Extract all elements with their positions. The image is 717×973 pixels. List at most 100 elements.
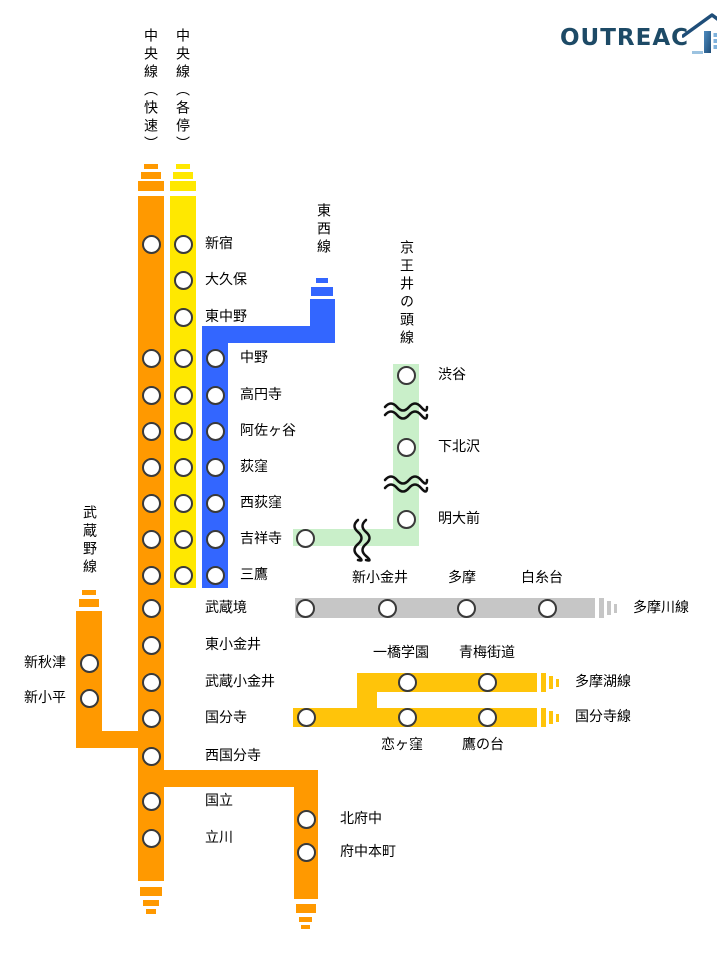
station-marker (142, 673, 161, 692)
station-label: 多摩 (448, 570, 476, 586)
station-marker (297, 810, 316, 829)
station-marker (174, 349, 193, 368)
station-marker (478, 673, 497, 692)
line-label-chuo-rapid: 中央線（快速） (142, 28, 158, 154)
station-marker (142, 349, 161, 368)
line-terminus (599, 598, 604, 618)
station-marker (142, 636, 161, 655)
station-label: 阿佐ヶ谷 (240, 423, 296, 439)
station-label: 東中野 (205, 309, 247, 325)
station-marker (174, 271, 193, 290)
station-label: 府中本町 (340, 844, 396, 860)
station-label: 北府中 (340, 811, 382, 827)
logo[interactable]: OUTREAC (560, 10, 717, 58)
station-marker (142, 235, 161, 254)
line-label-musashino: 武蔵野線 (81, 505, 97, 577)
station-marker (296, 599, 315, 618)
inokashira-line (293, 529, 419, 546)
station-marker (142, 494, 161, 513)
station-marker (398, 708, 417, 727)
station-marker (297, 708, 316, 727)
station-label: 荻窪 (240, 459, 268, 475)
station-marker (457, 599, 476, 618)
station-marker (142, 386, 161, 405)
line-terminus (311, 287, 333, 296)
line-terminus (316, 278, 328, 283)
station-label: 大久保 (205, 272, 247, 288)
tamako-line (357, 673, 537, 692)
station-marker (174, 458, 193, 477)
station-label: 新小平 (24, 690, 66, 706)
station-marker (206, 566, 225, 585)
line-terminus (549, 676, 553, 689)
line-label-inokashira: 京王井の頭線 (398, 240, 414, 348)
station-label: 渋谷 (438, 367, 466, 383)
station-marker (174, 566, 193, 585)
station-label: 国立 (205, 793, 233, 809)
station-marker (206, 422, 225, 441)
station-marker (206, 349, 225, 368)
line-terminus (82, 590, 96, 595)
station-label: 新秋津 (24, 655, 66, 671)
line-terminus (144, 164, 158, 169)
line-terminus (141, 172, 161, 179)
station-marker (397, 366, 416, 385)
station-marker (398, 673, 417, 692)
station-marker (142, 530, 161, 549)
station-marker (142, 747, 161, 766)
station-marker (142, 458, 161, 477)
line-terminus (549, 711, 553, 724)
station-label: 武蔵境 (205, 600, 247, 616)
line-terminus (140, 887, 162, 896)
station-marker (142, 566, 161, 585)
line-terminus (176, 164, 190, 169)
line-label-chuo-local: 中央線（各停） (174, 28, 190, 154)
station-marker (478, 708, 497, 727)
line-terminus (146, 909, 156, 914)
line-break-icon (353, 518, 371, 562)
station-marker (174, 235, 193, 254)
station-label: 西荻窪 (240, 495, 282, 511)
station-marker (297, 843, 316, 862)
musashino-line (76, 611, 102, 748)
musashino-line (76, 731, 164, 748)
line-terminus (173, 172, 193, 179)
station-marker (206, 494, 225, 513)
station-marker (397, 438, 416, 457)
station-marker (206, 530, 225, 549)
station-label: 立川 (205, 830, 233, 846)
station-marker (174, 494, 193, 513)
station-label: 新小金井 (352, 570, 408, 586)
station-marker (206, 386, 225, 405)
station-marker (174, 386, 193, 405)
station-label: 吉祥寺 (240, 531, 282, 547)
line-terminus (556, 714, 559, 722)
line-terminus (556, 679, 559, 687)
station-marker (80, 654, 99, 673)
line-terminus (143, 900, 159, 906)
station-marker (174, 422, 193, 441)
line-terminus (79, 599, 99, 607)
line-terminus (299, 917, 312, 922)
station-label: 西国分寺 (205, 748, 261, 764)
station-label: 青梅街道 (459, 645, 515, 661)
station-label: 東小金井 (205, 637, 261, 653)
line-break-icon (383, 402, 429, 420)
line-terminus (541, 708, 546, 727)
line-label-tamako: 多摩湖線 (575, 674, 631, 690)
station-marker (206, 458, 225, 477)
tozai-line (202, 326, 335, 343)
line-break-icon (383, 475, 429, 493)
station-marker (296, 529, 315, 548)
station-label: 白糸台 (521, 570, 563, 586)
line-terminus (301, 925, 310, 929)
station-marker (378, 599, 397, 618)
station-marker (397, 510, 416, 529)
line-terminus (170, 181, 196, 191)
line-label-tamagawa: 多摩川線 (633, 600, 689, 616)
station-marker (142, 829, 161, 848)
station-label: 国分寺 (205, 710, 247, 726)
station-marker (538, 599, 557, 618)
line-label-kokubunji: 国分寺線 (575, 709, 631, 725)
